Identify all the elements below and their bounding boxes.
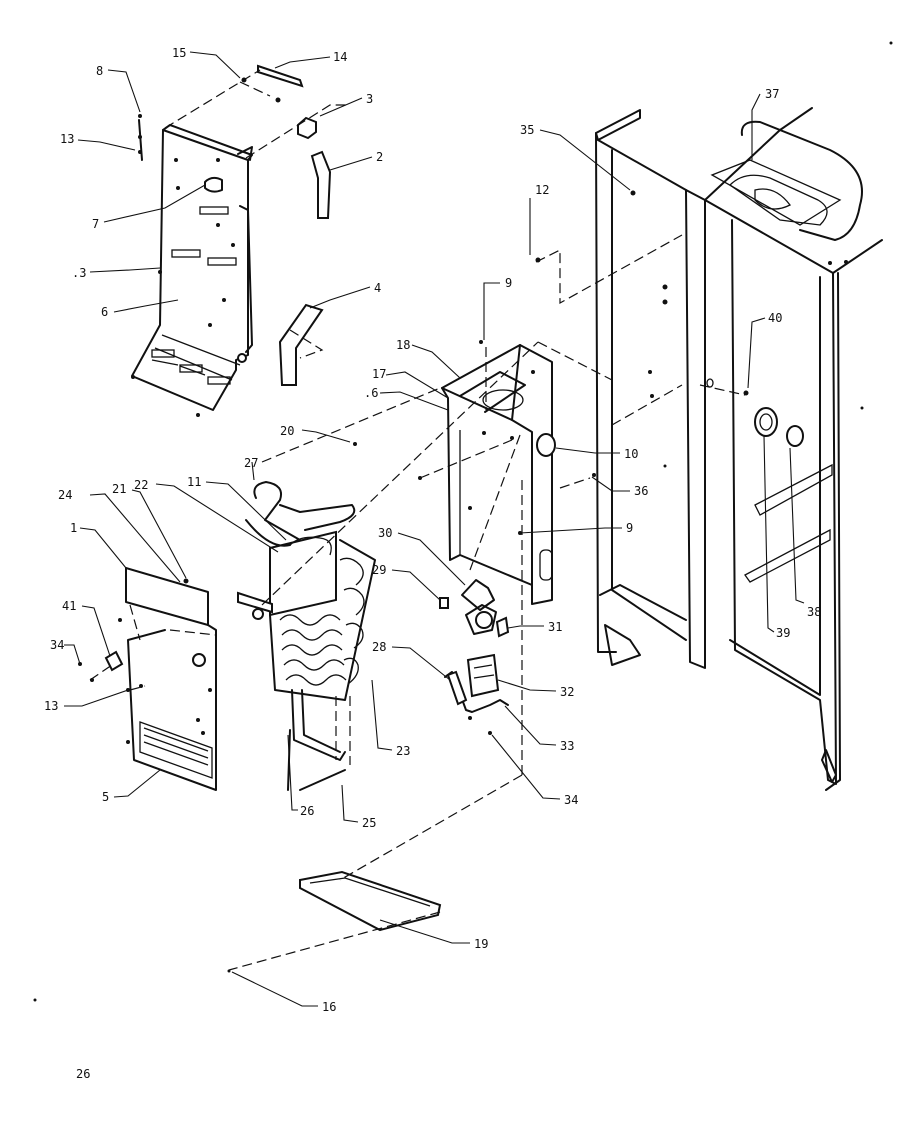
callout-13-low: 13 [44, 699, 58, 713]
callout-19: 19 [474, 937, 488, 951]
leader-lines [64, 51, 805, 1007]
callout-8: 8 [96, 64, 103, 78]
callout-6: 6 [101, 305, 108, 319]
duct-strip-2 [310, 150, 332, 219]
callout-20: 20 [280, 424, 294, 438]
refrigerator-cabinet [595, 107, 883, 791]
callout-labels: 15 14 8 3 13 2 7 .3 6 4 35 12 37 9 18 17… [44, 46, 821, 1014]
callout-16-upper: .6 [364, 386, 378, 400]
callout-23: 23 [396, 744, 410, 758]
evaporator-coil [269, 530, 376, 791]
fan-motor-assembly [439, 579, 510, 735]
callout-38: 38 [807, 605, 821, 619]
callout-32: 32 [560, 685, 574, 699]
page-number: 26 [76, 1067, 90, 1081]
callout-26: 26 [300, 804, 314, 818]
callout-7: 7 [92, 217, 99, 231]
lower-evaporator-cover [118, 567, 217, 791]
drain-pan-19 [299, 870, 442, 932]
callout-28: 28 [372, 640, 386, 654]
callout-13-top: 13 [60, 132, 74, 146]
rod-8 [138, 119, 143, 161]
tube-27 [253, 481, 301, 541]
callout-27: 27 [244, 456, 258, 470]
callout-36: 36 [634, 484, 648, 498]
evaporator-cover-panel [131, 124, 253, 417]
heater-bracket [237, 591, 273, 614]
callout-14: 14 [333, 50, 347, 64]
callout-12: 12 [535, 183, 549, 197]
callout-9-top: 9 [505, 276, 512, 290]
callout-4: 4 [374, 281, 381, 295]
callout-3: 3 [366, 92, 373, 106]
callout-1: 1 [70, 521, 77, 535]
block-3 [297, 116, 317, 140]
callout-9-mid: 9 [626, 521, 633, 535]
callout-10: 10 [624, 447, 638, 461]
callout-39: 39 [776, 626, 790, 640]
callout-22: 22 [134, 478, 148, 492]
callout-40: 40 [768, 311, 782, 325]
fan-housing [441, 344, 556, 605]
callout-31: 31 [548, 620, 562, 634]
callout-11: 11 [187, 475, 201, 489]
callout-30: 30 [378, 526, 392, 540]
callout-21: 21 [112, 482, 126, 496]
callout-29: 29 [372, 563, 386, 577]
callout-37: 37 [765, 87, 779, 101]
callout-17: 17 [372, 367, 386, 381]
duct-4 [278, 303, 324, 386]
callout-24: 24 [58, 488, 72, 502]
callout-25: 25 [362, 816, 376, 830]
callout-35: 35 [520, 123, 534, 137]
callout-16-lower: 16 [322, 1000, 336, 1014]
callout-33: 33 [560, 739, 574, 753]
callout-15: 15 [172, 46, 186, 60]
top-bracket [241, 64, 304, 103]
callout-5: 5 [102, 790, 109, 804]
assembly-lines [89, 69, 746, 971]
callout-2: 2 [376, 150, 383, 164]
callout-18: 18 [396, 338, 410, 352]
callout-34-left: 34 [50, 638, 64, 652]
callout-13-mid: .3 [72, 266, 86, 280]
callout-34-right: 34 [564, 793, 578, 807]
callout-41: 41 [62, 599, 76, 613]
